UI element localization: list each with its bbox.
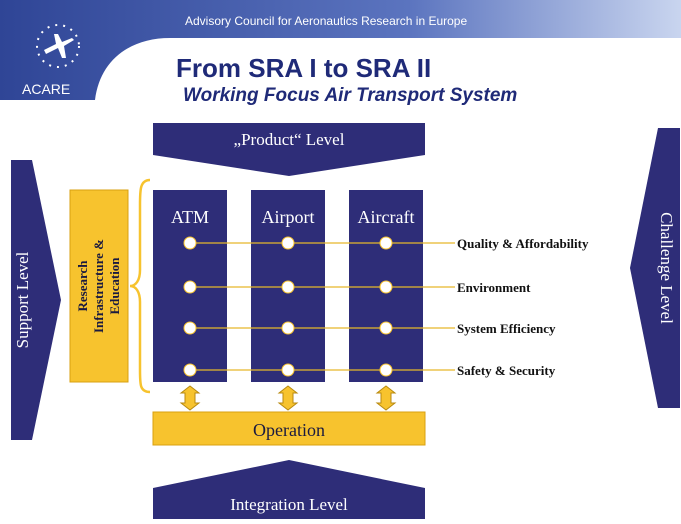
row-label: System Efficiency bbox=[457, 321, 556, 336]
intersection-dot bbox=[281, 236, 295, 250]
research-label-2: Infrastructure & bbox=[91, 239, 106, 333]
column-label: ATM bbox=[171, 207, 209, 227]
intersection-dot bbox=[183, 280, 197, 294]
intersection-dot bbox=[379, 236, 393, 250]
intersection-dot bbox=[281, 280, 295, 294]
support-level-arrow: Support Level bbox=[11, 160, 61, 440]
intersection-dot bbox=[379, 280, 393, 294]
intersection-dot bbox=[183, 321, 197, 335]
product-level-arrow: „Product“ Level bbox=[153, 123, 425, 176]
double-arrow-icon bbox=[179, 385, 201, 411]
product-level-label: „Product“ Level bbox=[234, 130, 345, 149]
star-ring-icon bbox=[36, 24, 80, 68]
row-label: Quality & Affordability bbox=[457, 236, 589, 251]
page-title: From SRA I to SRA II bbox=[176, 53, 431, 83]
intersection-dot bbox=[379, 363, 393, 377]
research-label-1: Research bbox=[75, 260, 90, 312]
double-arrow-icon bbox=[375, 385, 397, 411]
double-arrows-group bbox=[179, 385, 397, 411]
logo-text: ACARE bbox=[22, 81, 70, 97]
curly-brace bbox=[129, 178, 151, 394]
double-arrow-icon bbox=[277, 385, 299, 411]
intersection-dot bbox=[281, 363, 295, 377]
intersection-dot bbox=[183, 363, 197, 377]
acare-logo: ACARE bbox=[22, 24, 80, 97]
operation-bar: Operation bbox=[152, 411, 426, 446]
operation-label: Operation bbox=[253, 420, 325, 440]
header-banner bbox=[0, 0, 681, 100]
research-label-3: Education bbox=[107, 257, 122, 315]
challenge-level-arrow: Challenge Level bbox=[630, 128, 680, 408]
column-label: Aircraft bbox=[358, 207, 415, 227]
intersection-dot bbox=[379, 321, 393, 335]
challenge-level-label: Challenge Level bbox=[657, 212, 676, 324]
integration-level-label: Integration Level bbox=[230, 495, 348, 514]
column-label: Airport bbox=[262, 207, 315, 227]
integration-level-arrow: Integration Level bbox=[153, 460, 425, 519]
research-box: Research Infrastructure & Education bbox=[69, 189, 129, 383]
rows-group: Quality & AffordabilityEnvironmentSystem… bbox=[183, 236, 589, 378]
intersection-dot bbox=[281, 321, 295, 335]
intersection-dot bbox=[183, 236, 197, 250]
row-label: Safety & Security bbox=[457, 363, 556, 378]
columns-group: ATM Airport Aircraft bbox=[153, 190, 423, 382]
airplane-icon bbox=[44, 34, 74, 58]
row-label: Environment bbox=[457, 280, 531, 295]
support-level-label: Support Level bbox=[13, 251, 32, 348]
page-subtitle: Working Focus Air Transport System bbox=[183, 85, 517, 106]
org-name: Advisory Council for Aeronautics Researc… bbox=[185, 14, 467, 28]
